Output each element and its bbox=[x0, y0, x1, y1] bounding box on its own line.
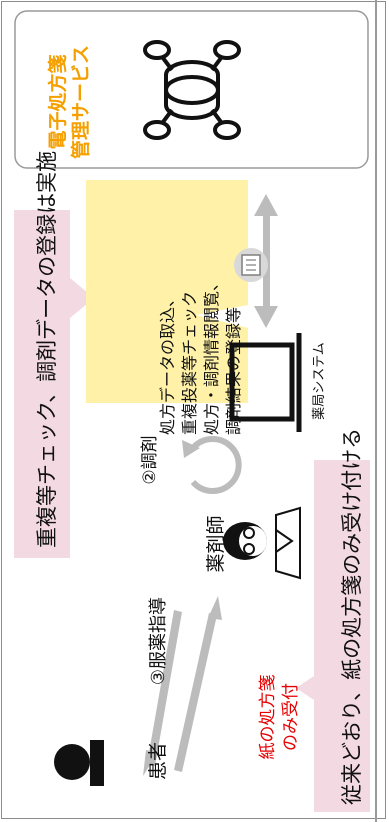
pharmacist-label: 薬剤師 bbox=[205, 515, 227, 573]
pharmacist-icon bbox=[223, 506, 301, 580]
guidance-arrows bbox=[143, 596, 222, 776]
note-line-2: 重複投薬等チェック bbox=[180, 290, 199, 435]
note-line-4: 調剤結果の登録等 bbox=[224, 306, 243, 435]
service-title-line2: 管理サービス bbox=[70, 45, 92, 160]
refresh-icon bbox=[190, 436, 242, 494]
dispense-label: ②調剤 bbox=[140, 435, 160, 485]
banner-bottom-shape bbox=[296, 460, 370, 812]
paper-only-line1: 紙の処方箋 bbox=[258, 674, 278, 760]
yellow-note-text: 処方データの取込、 重複投薬等チェック 処方・調剤情報閲覧、 調剤結果の登録等 bbox=[157, 215, 245, 435]
database-network-icon bbox=[143, 40, 241, 140]
paper-only-line2: のみ受付 bbox=[281, 683, 301, 751]
banner-top-shape bbox=[14, 210, 94, 558]
banner-bottom-text: 従来どおり、紙の処方箋のみ受け付ける bbox=[340, 427, 364, 805]
guidance-label: ③服薬指導 bbox=[148, 596, 169, 686]
document-icon bbox=[234, 248, 268, 282]
laptop-icon bbox=[229, 333, 302, 432]
note-line-1: 処方データの取込、 bbox=[158, 290, 177, 435]
refresh-arrowhead-icon bbox=[182, 440, 200, 458]
yellow-note-shape bbox=[86, 180, 248, 403]
right-divider-line bbox=[375, 0, 377, 822]
patient-label: 患者 bbox=[147, 742, 169, 781]
paper-only-label: 紙の処方箋 のみ受付 bbox=[257, 657, 303, 777]
patient-icon bbox=[54, 740, 104, 786]
banner-top-text: 重複等チェック、調剤データの登録は実施 bbox=[35, 150, 59, 548]
service-box bbox=[14, 10, 369, 169]
pharmacy-system-label: 薬局システム bbox=[312, 342, 327, 420]
note-line-3: 処方・調剤情報閲覧、 bbox=[202, 274, 221, 435]
